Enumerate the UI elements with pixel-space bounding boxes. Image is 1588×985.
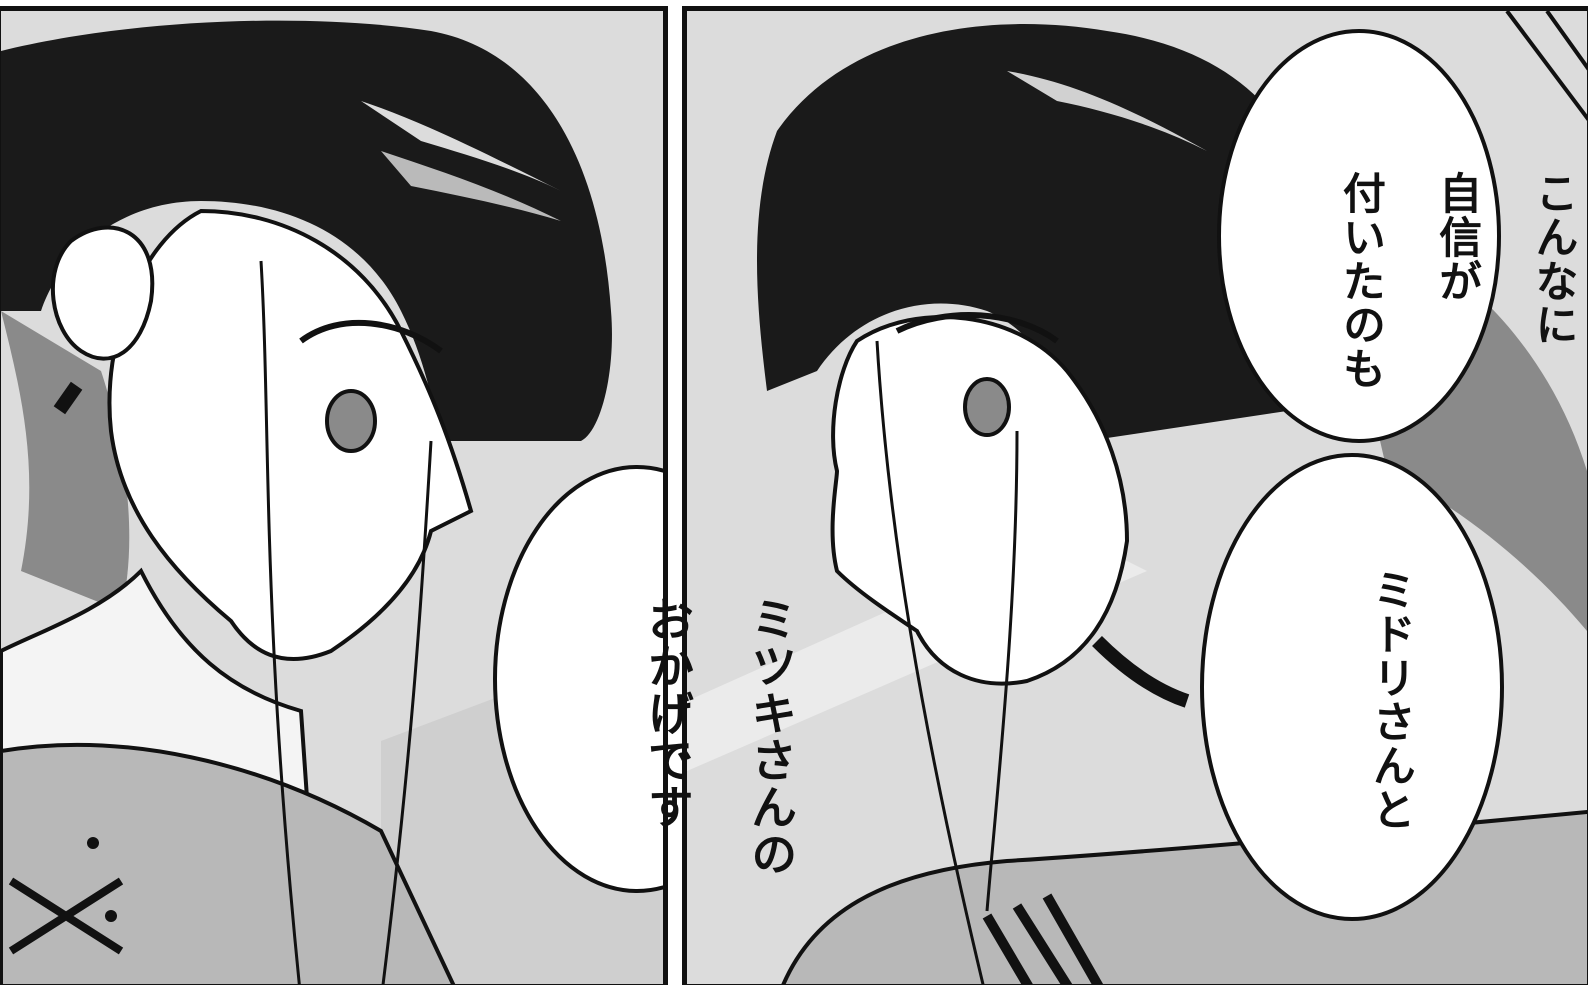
- right-panel: [682, 6, 1588, 985]
- right-bottom-bubble-text: ミドリさんと: [1318, 505, 1462, 832]
- right-bottom-bubble-line-1: ミドリさんと: [1365, 568, 1416, 832]
- right-top-bubble-text: こんなに 自信が 付いたのも: [1288, 108, 1588, 391]
- right-top-bubble-line-1: こんなに: [1527, 171, 1578, 347]
- right-bottom-speech-bubble: [1200, 453, 1504, 921]
- left-bubble-line-1: ミツキさんの: [744, 595, 799, 878]
- left-panel-artwork: [1, 11, 663, 984]
- left-bubble-line-2: おかげです: [641, 595, 696, 831]
- right-top-speech-bubble: [1217, 29, 1501, 443]
- right-top-bubble-line-2: 自信が: [1431, 171, 1482, 303]
- right-panel-artwork: [687, 11, 1587, 984]
- right-top-bubble-line-3: 付いたのも: [1335, 171, 1386, 391]
- left-bubble-text: ミツキさんの おかげです: [590, 528, 848, 878]
- left-speech-bubble: [493, 465, 663, 893]
- left-panel: [0, 6, 668, 985]
